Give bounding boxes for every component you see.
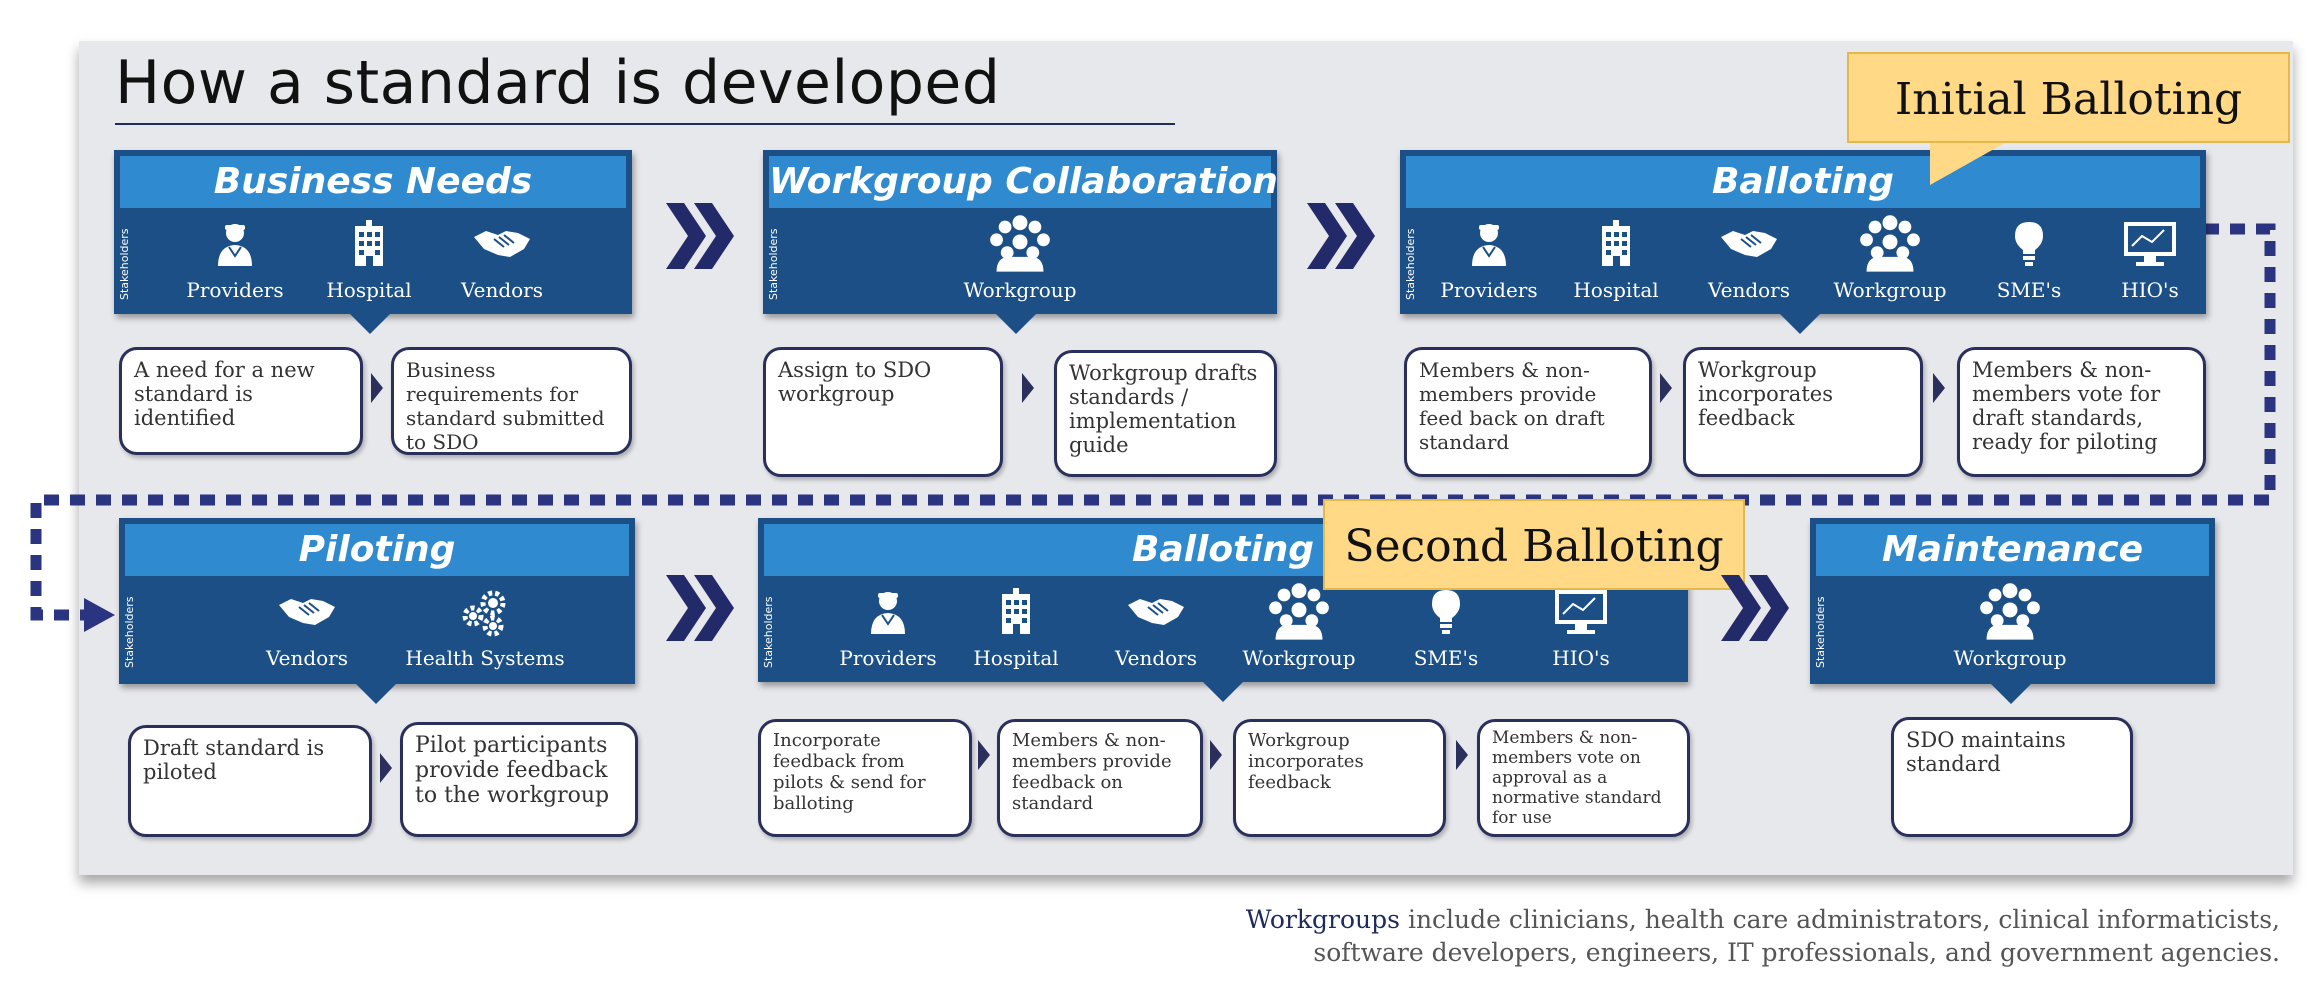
stakeholders-label: Stakeholders xyxy=(1814,596,1827,668)
holder-hospital: Hospital xyxy=(1556,220,1676,320)
holder-hospital: Hospital xyxy=(956,588,1076,688)
group-icon xyxy=(1267,582,1331,640)
stage-title: Workgroup Collaboration xyxy=(769,156,1278,208)
step-card: Workgroup drafts standards / implementat… xyxy=(1054,350,1277,477)
stage-workgroup-collaboration: Workgroup Collaboration Stakeholders Wor… xyxy=(763,150,1278,334)
provider-icon xyxy=(868,588,908,634)
chevron-icon xyxy=(666,575,736,641)
holder-health-systems: Health Systems xyxy=(405,588,565,688)
callout-initial-balloting: Initial Balloting xyxy=(1847,52,2290,143)
stage-title: Piloting xyxy=(125,524,629,576)
holder-hios: HIO's xyxy=(2090,220,2210,320)
step-card: Members & non-members provide feedback o… xyxy=(997,719,1203,837)
chevron-icon xyxy=(1307,203,1377,269)
hospital-icon xyxy=(349,220,389,266)
step-card: Incorporate feedback from pilots & send … xyxy=(758,719,972,837)
stage-business-needs: Business Needs Stakeholders Providers Ho… xyxy=(114,150,632,334)
hospital-icon xyxy=(1596,220,1636,266)
step-arrow xyxy=(380,753,392,783)
holder-workgroup: Workgroup xyxy=(1950,588,2070,688)
chevron-icon xyxy=(666,203,736,269)
step-card: Draft standard is piloted xyxy=(128,725,372,837)
footnote: Workgroups include clinicians, health ca… xyxy=(1246,903,2280,969)
stakeholders-label: Stakeholders xyxy=(762,596,775,668)
stage-title: Balloting xyxy=(1406,156,2200,208)
step-arrow xyxy=(1933,373,1945,403)
provider-icon xyxy=(1469,220,1509,266)
monitor-icon xyxy=(1553,588,1609,634)
monitor-icon xyxy=(2122,220,2178,266)
step-card: Workgroup incorporates feedback xyxy=(1233,719,1446,837)
holder-providers: Providers xyxy=(828,588,948,688)
holder-workgroup: Workgroup xyxy=(960,220,1080,320)
stakeholders-label: Stakeholders xyxy=(118,228,131,300)
gears-icon xyxy=(457,588,513,638)
footnote-line2: software developers, engineers, IT profe… xyxy=(1313,938,2280,967)
lightbulb-icon xyxy=(1426,588,1466,634)
step-card: Pilot participants provide feedback to t… xyxy=(400,722,638,837)
step-card: Members & non-members provide feed back … xyxy=(1404,347,1652,477)
callout-pointer xyxy=(1930,140,2010,185)
stage-title: Maintenance xyxy=(1816,524,2209,576)
step-arrow xyxy=(978,740,990,770)
holder-providers: Providers xyxy=(175,220,295,320)
step-card: Members & non-members vote for draft sta… xyxy=(1957,347,2206,477)
stage-balloting-initial: Balloting Stakeholders Providers Hospita… xyxy=(1400,150,2206,334)
handshake-icon xyxy=(1719,220,1779,266)
step-arrow xyxy=(1456,740,1468,770)
title-underline xyxy=(115,123,1175,125)
stage-title: Business Needs xyxy=(120,156,626,208)
step-card: A need for a new standard is identified xyxy=(119,347,363,455)
stakeholders-label: Stakeholders xyxy=(123,596,136,668)
step-arrow xyxy=(1660,373,1672,403)
step-card: SDO maintains standard xyxy=(1891,717,2133,837)
group-icon xyxy=(1858,214,1922,272)
group-icon xyxy=(988,214,1052,272)
holder-vendors: Vendors xyxy=(1689,220,1809,320)
group-icon xyxy=(1978,582,2042,640)
lightbulb-icon xyxy=(2009,220,2049,266)
step-card: Assign to SDO workgroup xyxy=(763,347,1003,477)
handshake-icon xyxy=(1126,588,1186,634)
step-card: Members & non-members vote on approval a… xyxy=(1477,719,1690,837)
holder-providers: Providers xyxy=(1429,220,1549,320)
holder-vendors: Vendors xyxy=(247,588,367,688)
footnote-bold: Workgroups xyxy=(1245,905,1400,934)
footnote-line1: include clinicians, health care administ… xyxy=(1400,905,2280,934)
holder-hospital: Hospital xyxy=(309,220,429,320)
stakeholders-label: Stakeholders xyxy=(1404,228,1417,300)
step-card: Business requirements for standard submi… xyxy=(391,347,632,455)
handshake-icon xyxy=(277,588,337,634)
callout-second-balloting: Second Balloting xyxy=(1323,499,1745,590)
hospital-icon xyxy=(996,588,1036,634)
provider-icon xyxy=(215,220,255,266)
handshake-icon xyxy=(472,220,532,266)
holder-vendors: Vendors xyxy=(442,220,562,320)
holder-workgroup: Workgroup xyxy=(1239,588,1359,688)
step-arrow xyxy=(1022,373,1034,403)
page-title: How a standard is developed xyxy=(115,48,1001,118)
chevron-icon xyxy=(1721,575,1791,641)
stage-maintenance: Maintenance Stakeholders Workgroup xyxy=(1810,518,2215,704)
holder-smes: SME's xyxy=(1386,588,1506,688)
holder-smes: SME's xyxy=(1969,220,2089,320)
stakeholders-label: Stakeholders xyxy=(767,228,780,300)
holder-vendors: Vendors xyxy=(1096,588,1216,688)
step-card: Workgroup incorporates feedback xyxy=(1683,347,1923,477)
holder-workgroup: Workgroup xyxy=(1830,220,1950,320)
step-arrow xyxy=(371,373,383,403)
step-arrow xyxy=(1210,740,1222,770)
stage-piloting: Piloting Stakeholders Vendors Health Sys… xyxy=(119,518,635,704)
holder-hios: HIO's xyxy=(1521,588,1641,688)
